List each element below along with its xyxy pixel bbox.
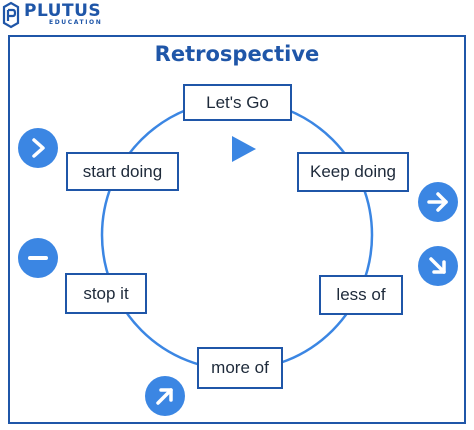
arrow-up-right-button: [145, 376, 185, 416]
chevron-right-icon: [32, 138, 45, 158]
minus-button: [18, 238, 58, 278]
stage-keep-doing: Keep doing: [297, 152, 409, 192]
logo-name: PLUTUS: [24, 1, 102, 21]
stage-label: Let's Go: [206, 92, 269, 112]
arrow-right-button: [418, 182, 458, 222]
play-icon: [232, 136, 256, 162]
logo-subtitle: EDUCATION: [49, 19, 103, 26]
stage-label: start doing: [82, 161, 163, 181]
stage-label: Keep doing: [309, 162, 397, 181]
stage-lets-go: Let's Go: [183, 84, 292, 121]
page-title: Retrospective: [154, 42, 320, 66]
arrow-down-right-button: [418, 246, 458, 286]
stage-start-doing: start doing: [66, 152, 179, 191]
arrow-right-icon: [427, 192, 448, 212]
stage-more-of: more of: [197, 347, 283, 389]
arrow-down-right-icon: [429, 257, 446, 274]
stage-less-of: less of: [319, 275, 403, 315]
stage-label: more of: [211, 358, 269, 377]
stage-label: less of: [336, 285, 386, 304]
stage-stop-it: stop it: [65, 273, 147, 314]
minus-icon: [28, 256, 48, 260]
stage-label: stop it: [83, 283, 129, 303]
arrow-up-right-icon: [156, 388, 173, 405]
chevron-right-button: [18, 128, 58, 168]
plutus-logo-icon: [2, 1, 20, 29]
diagram-frame: [8, 35, 466, 424]
